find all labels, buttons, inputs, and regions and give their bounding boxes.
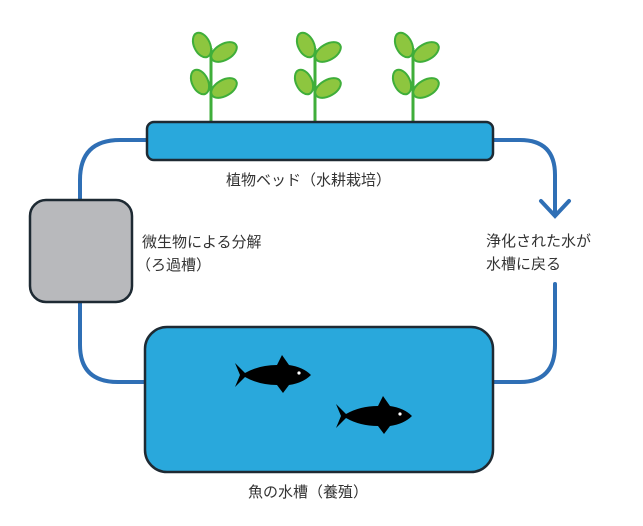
leaf <box>314 77 342 99</box>
leaf <box>210 41 238 63</box>
return-label-line1: 浄化された水が <box>486 232 592 250</box>
plant-bed-label: 植物ベッド（水耕栽培） <box>226 171 392 189</box>
pipe-filter-to-tank <box>78 300 147 384</box>
leaf <box>393 31 415 59</box>
leaf <box>210 77 238 99</box>
filter-tank <box>28 198 134 304</box>
plant-icon <box>391 31 440 135</box>
plant-bed <box>145 120 495 162</box>
leaf <box>191 31 213 59</box>
fish-icon <box>235 355 311 393</box>
fish-eye <box>398 412 402 416</box>
fish-tank <box>143 325 495 474</box>
leaf <box>295 31 317 59</box>
filter-label-line1: 微生物による分解 <box>142 233 262 251</box>
leaf <box>189 68 211 96</box>
arrow-head-icon <box>539 199 571 219</box>
pipe-bed-to-return <box>491 138 557 216</box>
filter-label-line2: （ろ過槽） <box>136 256 212 274</box>
leaf <box>314 41 342 63</box>
plant-icon <box>293 31 342 135</box>
return-label-line2: 水槽に戻る <box>486 255 562 273</box>
leaf <box>391 68 413 96</box>
fish-tank-label: 魚の水槽（養殖） <box>248 483 369 501</box>
pipe-return-to-tank <box>491 282 557 384</box>
leaf <box>293 68 315 96</box>
leaf <box>412 77 440 99</box>
leaf <box>412 41 440 63</box>
fish-eye <box>297 371 301 375</box>
fish-icon <box>336 396 412 434</box>
plant-icon <box>189 31 238 135</box>
pipe-bed-to-filter <box>78 138 149 202</box>
